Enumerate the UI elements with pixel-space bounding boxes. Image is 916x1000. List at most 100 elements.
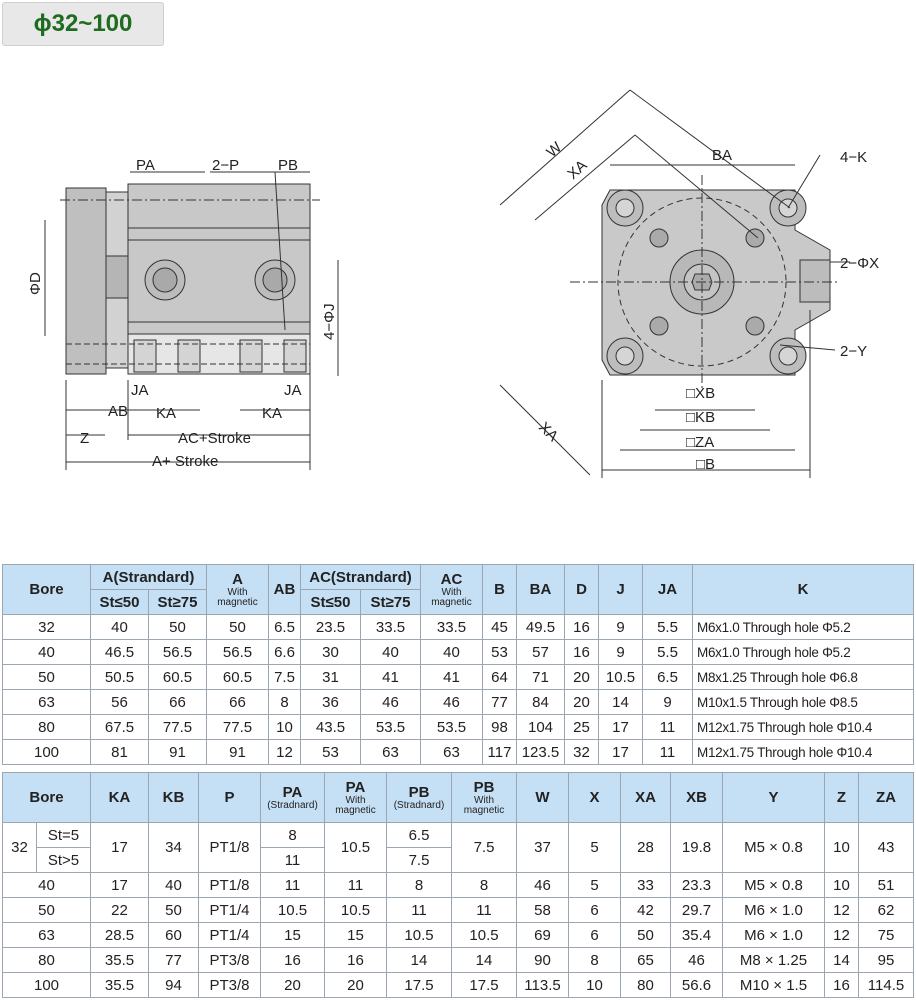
header-a-standard: A(Strandard) [90, 564, 207, 590]
header-a-magnetic-sub: magnetic [217, 596, 258, 608]
dim-2-phi-x: 2−ΦX [840, 255, 879, 272]
table1-cell-d: 25 [564, 714, 599, 740]
table1-cell-acmag: 40 [420, 639, 483, 665]
table1-cell-ac50: 31 [300, 664, 361, 690]
table1-cell-d: 16 [564, 614, 599, 640]
table1-subheader-row: St≤50 St≥75 St≤50 St≥75 [3, 589, 914, 615]
page-title: ϕ32~100 [33, 10, 133, 37]
table1-cell-j: 14 [598, 689, 643, 715]
table1-cell-amag: 56.5 [206, 639, 269, 665]
table2-cell-ka: 35.5 [90, 972, 149, 998]
table1-cell-ac75: 40 [360, 639, 421, 665]
header-ac-magnetic-with: With [441, 586, 462, 598]
header2-pa-standard: PA (Stradnard) [260, 772, 325, 823]
table1-cell-bore: 32 [2, 614, 91, 640]
table1-cell-d: 20 [564, 664, 599, 690]
cell-pbmag-32: 7.5 [451, 822, 517, 873]
table2-cell-pb: 8 [386, 872, 452, 898]
table1-cell-acmag: 63 [420, 739, 483, 765]
table2-cell-pamag: 16 [324, 947, 387, 973]
header-k: K [692, 564, 914, 615]
table1-cell-b: 98 [482, 714, 517, 740]
table1-cell-ac75: 63 [360, 739, 421, 765]
table1-cell-d: 32 [564, 739, 599, 765]
header2-pb-magnetic-with: With [474, 794, 494, 806]
table2-cell-pamag: 20 [324, 972, 387, 998]
dim-4k: 4−K [840, 149, 867, 166]
header2-pb-standard: PB (Stradnard) [386, 772, 452, 823]
table2-cell-pa: 16 [260, 947, 325, 973]
table2-cell-pa: 20 [260, 972, 325, 998]
table2-cell-y: M6 × 1.0 [722, 897, 825, 923]
cell-pa-32a: 8 [260, 822, 325, 848]
cell-xb-32: 19.8 [670, 822, 723, 873]
cell-kb-32: 34 [148, 822, 199, 873]
header-ac-standard: AC(Strandard) [300, 564, 421, 590]
table2-cell-kb: 60 [148, 922, 199, 948]
table1-cell-b: 53 [482, 639, 517, 665]
table2-cell-kb: 50 [148, 897, 199, 923]
header-a-magnetic-with: With [227, 586, 248, 598]
table2-cell-w: 113.5 [516, 972, 569, 998]
table2-cell-ka: 22 [90, 897, 149, 923]
dim-xb: □XB [686, 385, 715, 402]
cell-stroke-eq5: St=5 [36, 822, 91, 848]
cell-stroke-gt5: St>5 [36, 847, 91, 873]
dim-ba: BA [712, 147, 732, 164]
cell-p-32: PT1/8 [198, 822, 261, 873]
table2-cell-pa: 10.5 [260, 897, 325, 923]
header2-pa-magnetic-sub: magnetic [335, 804, 376, 816]
table2-cell-za: 51 [858, 872, 914, 898]
table1-cell-ab: 8 [268, 689, 301, 715]
table2-cell-p: PT1/4 [198, 922, 261, 948]
cell-w-32: 37 [516, 822, 569, 873]
table1-cell-a75: 66 [148, 689, 207, 715]
cell-za-32: 43 [858, 822, 914, 873]
table2-cell-w: 46 [516, 872, 569, 898]
table2-cell-xa: 42 [620, 897, 671, 923]
table1-cell-j: 9 [598, 614, 643, 640]
table2-cell-xb: 46 [670, 947, 723, 973]
table1-cell-ac75: 33.5 [360, 614, 421, 640]
table1-cell-amag: 60.5 [206, 664, 269, 690]
table1-cell-ac75: 46 [360, 689, 421, 715]
table1-cell-ab: 7.5 [268, 664, 301, 690]
table2-cell-p: PT3/8 [198, 972, 261, 998]
header2-pb-magnetic-sub: magnetic [463, 804, 505, 816]
table1-cell-amag: 91 [206, 739, 269, 765]
table2-cell-bore: 100 [2, 972, 91, 998]
dim-ja-right: JA [284, 382, 302, 399]
dim-phi-d: ΦD [27, 272, 44, 295]
header2-pa-magnetic: PA With magnetic [324, 772, 387, 823]
table1-cell-ab: 6.6 [268, 639, 301, 665]
table1-cell-amag: 50 [206, 614, 269, 640]
table1-cell-bore: 40 [2, 639, 91, 665]
table2-cell-za: 62 [858, 897, 914, 923]
table1-cell-d: 20 [564, 689, 599, 715]
table1-cell-ac50: 30 [300, 639, 361, 665]
table2-cell-pa: 15 [260, 922, 325, 948]
table1-cell-j: 9 [598, 639, 643, 665]
table2-cell-x: 6 [568, 922, 621, 948]
table2-cell-bore: 80 [2, 947, 91, 973]
table1-cell-b: 64 [482, 664, 517, 690]
table2-cell-kb: 77 [148, 947, 199, 973]
dim-xa-bottom: XA [535, 419, 561, 445]
table2-cell-y: M5 × 0.8 [722, 872, 825, 898]
table2-cell-y: M6 × 1.0 [722, 922, 825, 948]
cell-pamag-32: 10.5 [324, 822, 387, 873]
table2-cell-xb: 23.3 [670, 872, 723, 898]
table1-cell-ja: 5.5 [642, 614, 693, 640]
table2-cell-xa: 65 [620, 947, 671, 973]
dim-ac-stroke: AC+Stroke [178, 430, 251, 447]
dim-pb: PB [278, 157, 298, 174]
table1-cell-ba: 71 [516, 664, 565, 690]
header2-pb-magnetic: PB With magnetic [451, 772, 517, 823]
table1-cell-k: M12x1.75 Through hole Φ10.4 [692, 714, 914, 740]
